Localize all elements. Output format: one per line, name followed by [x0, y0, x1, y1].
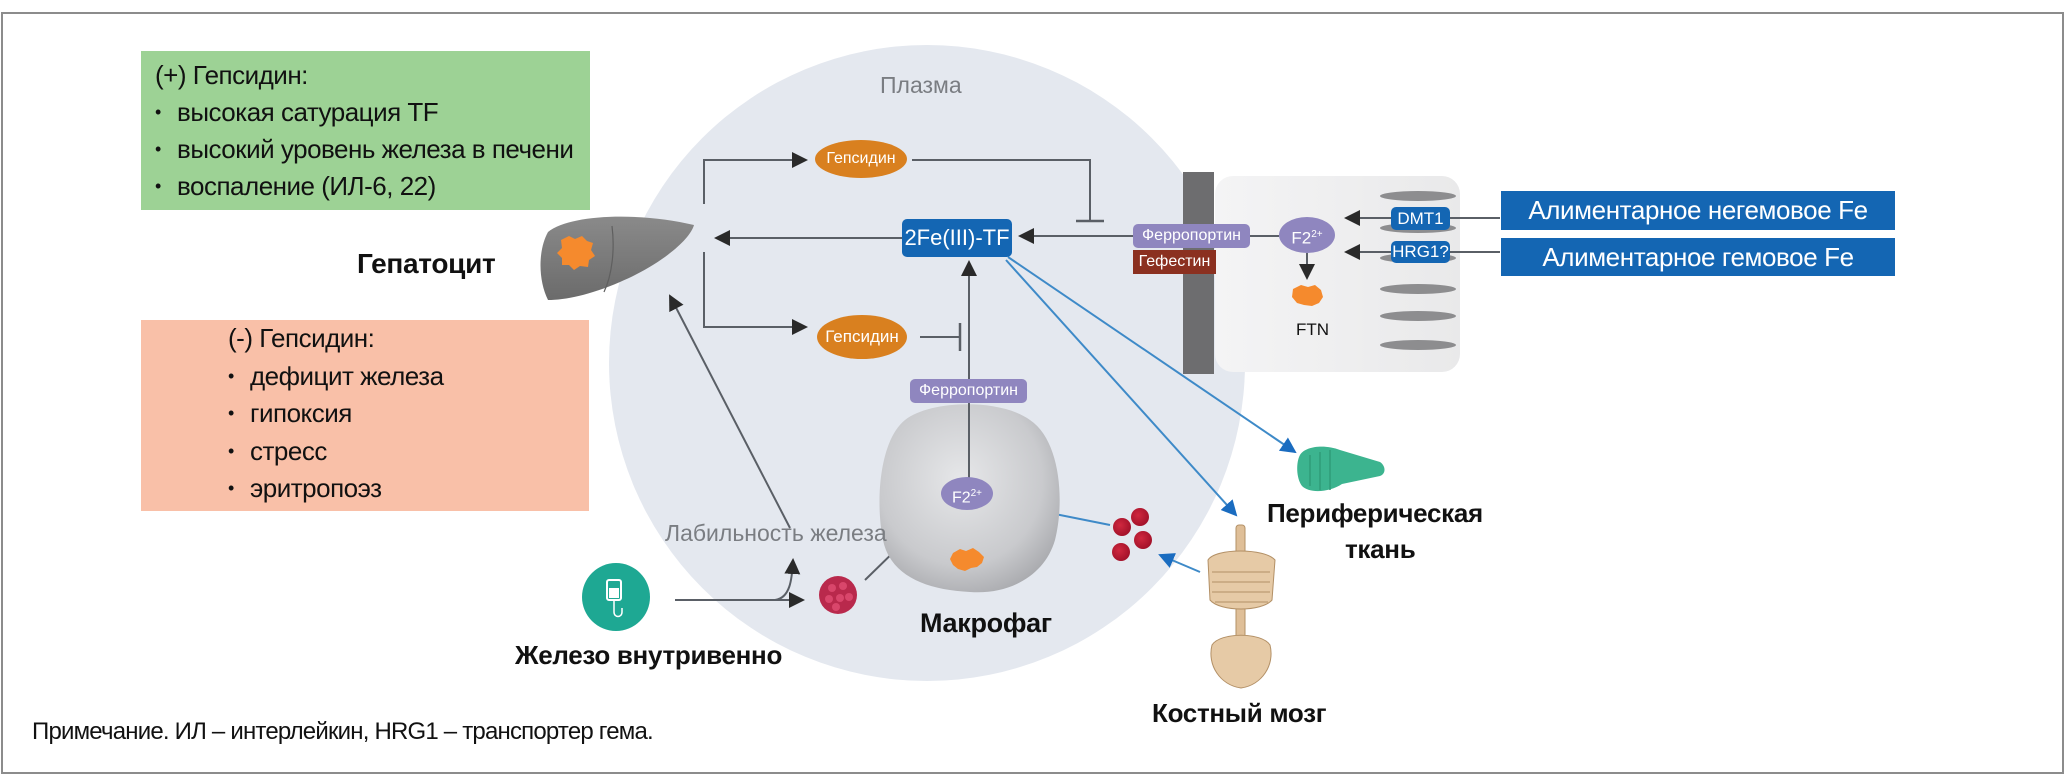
positive-factor: высокий уровень железа в печени [155, 131, 590, 168]
macrophage-ferritin-icon [950, 548, 984, 571]
iron-nanoparticle-icon [819, 576, 857, 614]
hrg1-transporter: HRG1? [1391, 241, 1450, 263]
positive-box-title: (+) Гепсидин: [155, 60, 308, 90]
negative-factor: стресс [228, 433, 589, 471]
dmt1-transporter: DMT1 [1391, 207, 1450, 230]
macrophage-iron-ion: F22+ [941, 477, 993, 510]
macrophage-ferroportin: Ферропортин [910, 379, 1027, 403]
positive-factor: воспаление (ИЛ-6, 22) [155, 168, 590, 205]
dietary-heme-iron: Алиментарное гемовое Fe [1501, 238, 1895, 276]
hepcidin-negative-box: (-) Гепсидин: дефицит железа гипоксия ст… [141, 320, 589, 511]
enterocyte-ferroportin: Ферропортин [1133, 224, 1250, 248]
positive-factor: высокая сатурация TF [155, 94, 590, 131]
bone-marrow-label: Костный мозг [1152, 698, 1327, 728]
negative-factor: дефицит железа [228, 358, 589, 396]
peripheral-tissue-label-line1: Периферическая [1267, 498, 1483, 528]
ferritin-icon [557, 236, 595, 270]
dietary-nonheme-iron: Алиментарное негемовое Fe [1501, 191, 1895, 230]
skeleton-icon [1207, 524, 1276, 689]
hepcidin-positive-box: (+) Гепсидин: высокая сатурация TF высок… [141, 51, 590, 210]
enterocyte-cell [1215, 176, 1460, 372]
negative-factor: эритропоэз [228, 470, 589, 508]
red-blood-cells-icon [1112, 508, 1152, 561]
negative-box-title: (-) Гепсидин: [228, 323, 375, 353]
hephaestin-label: Гефестин [1133, 250, 1216, 274]
iv-drip-icon [582, 563, 650, 631]
muscle-tissue-icon [1297, 446, 1385, 492]
peripheral-tissue-label-line2: ткань [1345, 534, 1416, 564]
labile-iron-label: Лабильность железа [665, 520, 887, 546]
liver-icon [540, 216, 694, 300]
plasma-label: Плазма [880, 72, 962, 98]
iron-ion-charge: 2+ [970, 488, 983, 499]
iron-ion-symbol: F2 [951, 489, 971, 507]
iron-ion-symbol: F2 [1291, 228, 1312, 248]
negative-factor: гипоксия [228, 395, 589, 433]
iron-ion-charge: 2+ [1311, 229, 1323, 240]
hepcidin-top-node: Гепсидин [815, 140, 907, 178]
hepcidin-bottom-node: Гепсидин [817, 315, 907, 359]
plasma-region [609, 45, 1245, 681]
enterocyte-iron-ion: F22+ [1279, 217, 1335, 253]
transferrin-node: 2Fe(III)-TF [902, 219, 1012, 257]
iv-iron-label: Железо внутривенно [515, 640, 783, 670]
ferritin-label: FTN [1296, 320, 1330, 339]
footnote: Примечание. ИЛ – интерлейкин, HRG1 – тра… [32, 718, 654, 745]
macrophage-label: Макрофаг [920, 608, 1052, 638]
enterocyte-ferritin-icon [1292, 285, 1323, 306]
hepatocyte-label: Гепатоцит [357, 248, 496, 279]
